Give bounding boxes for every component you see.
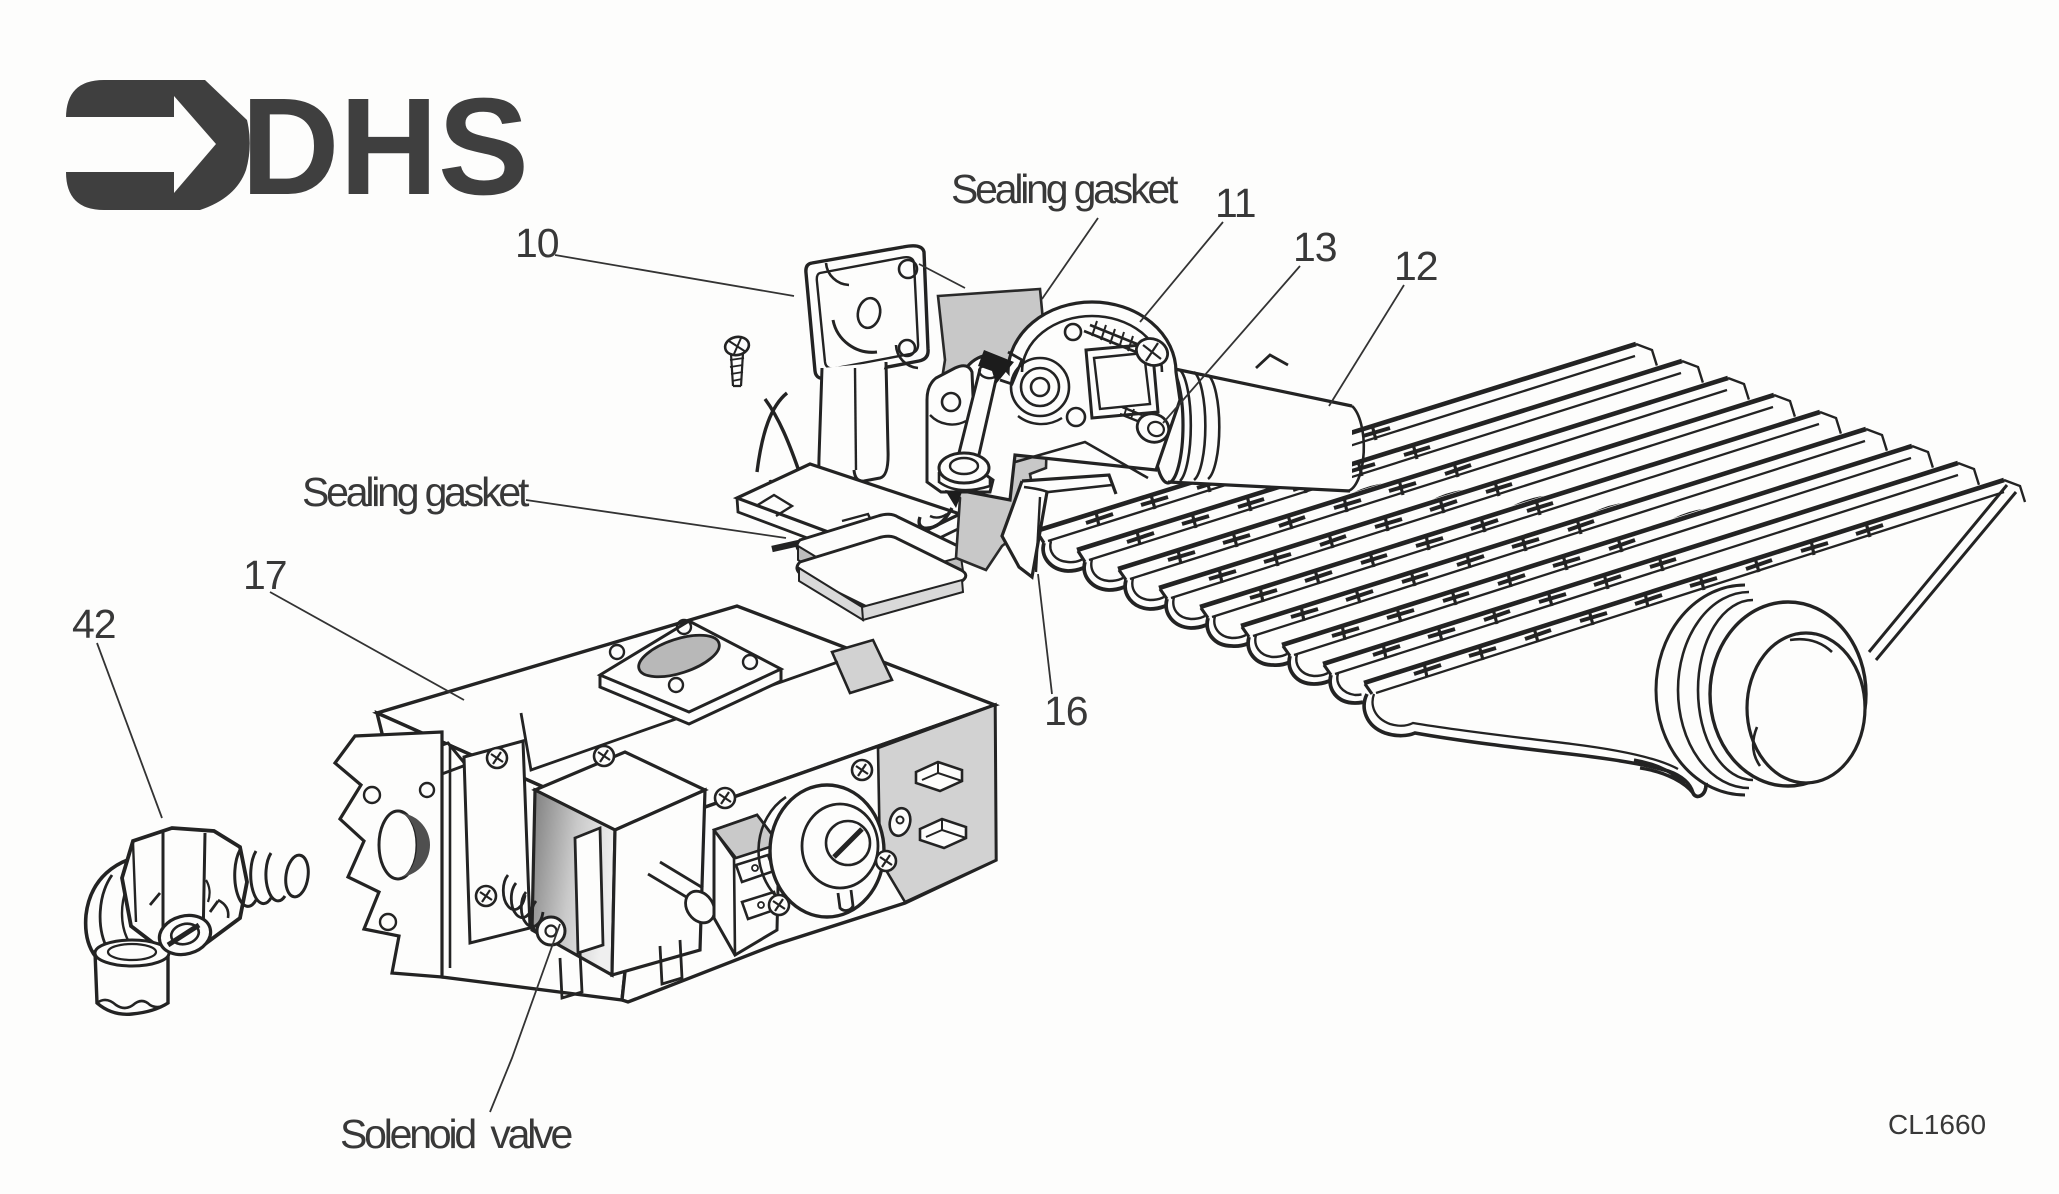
svg-text:11: 11: [1215, 180, 1256, 226]
svg-text:10: 10: [515, 220, 559, 266]
svg-text:CL1660: CL1660: [1888, 1109, 1986, 1140]
svg-text:13: 13: [1293, 224, 1337, 270]
svg-text:Solenoid valve: Solenoid valve: [340, 1111, 571, 1157]
svg-text:42: 42: [72, 601, 116, 647]
svg-text:16: 16: [1044, 688, 1088, 734]
svg-text:17: 17: [243, 552, 287, 598]
svg-text:12: 12: [1394, 243, 1438, 289]
svg-text:Sealing gasket: Sealing gasket: [951, 166, 1179, 212]
svg-text:Sealing gasket: Sealing gasket: [302, 469, 530, 515]
svg-text:DHS: DHS: [241, 70, 529, 224]
